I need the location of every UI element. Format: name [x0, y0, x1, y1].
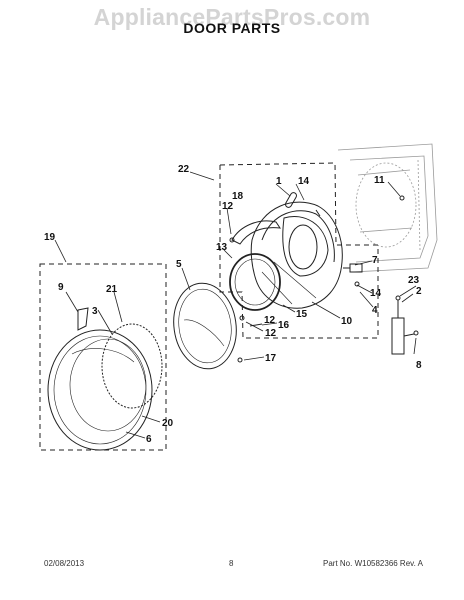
- callout-12a: 12: [222, 201, 234, 212]
- callout-14b: 14: [370, 288, 382, 299]
- screw-icons: [229, 195, 405, 363]
- door-hinge: [349, 263, 363, 273]
- callout-14a: 14: [298, 176, 310, 187]
- callout-6: 6: [146, 434, 152, 445]
- watermark: AppliancePartsPros.com: [93, 4, 371, 30]
- callout-8: 8: [416, 360, 422, 371]
- callout-17: 17: [265, 353, 277, 364]
- callout-7: 7: [372, 255, 378, 266]
- door-window: [229, 253, 281, 311]
- callout-12b: 12: [265, 328, 277, 339]
- door-lock: [391, 295, 419, 355]
- callout-16: 16: [278, 320, 290, 331]
- callout-13: 13: [216, 242, 228, 253]
- door-handle: [77, 307, 89, 331]
- cabinet-outline: [337, 143, 438, 273]
- trim-ring: [101, 323, 163, 409]
- callout-2: 2: [416, 286, 422, 297]
- leader-lines: [54, 171, 417, 439]
- inner-glass-ring: [173, 282, 237, 370]
- callout-10: 10: [341, 316, 353, 327]
- outer-door-box: [39, 263, 167, 451]
- callout-20: 20: [162, 418, 174, 429]
- callout-19: 19: [44, 232, 56, 243]
- inner-door-panel: [250, 201, 343, 309]
- callout-3: 3: [92, 306, 98, 317]
- gasket: [285, 192, 297, 208]
- footer-page-number: 8: [229, 559, 234, 568]
- callout-9: 9: [58, 282, 64, 293]
- callout-15: 15: [296, 309, 308, 320]
- page-title: DOOR PARTS: [183, 20, 281, 36]
- footer-part-number: Part No. W10582366 Rev. A: [323, 559, 423, 568]
- callout-11: 11: [374, 175, 385, 186]
- callout-12c: 12: [264, 315, 276, 326]
- callout-1: 1: [276, 176, 282, 187]
- callout-labels: 1 2 3 4 5 6 7 8 9 10 11 12 12 12 13 14 1…: [44, 164, 422, 445]
- callout-23: 23: [408, 275, 420, 286]
- callout-18: 18: [232, 191, 244, 202]
- callout-4: 4: [372, 305, 378, 316]
- outer-door: [47, 329, 153, 451]
- callout-5: 5: [176, 259, 182, 270]
- callout-21: 21: [106, 284, 118, 295]
- door-seal: [231, 220, 282, 245]
- footer-date: 02/08/2013: [44, 559, 85, 568]
- callout-22: 22: [178, 164, 190, 175]
